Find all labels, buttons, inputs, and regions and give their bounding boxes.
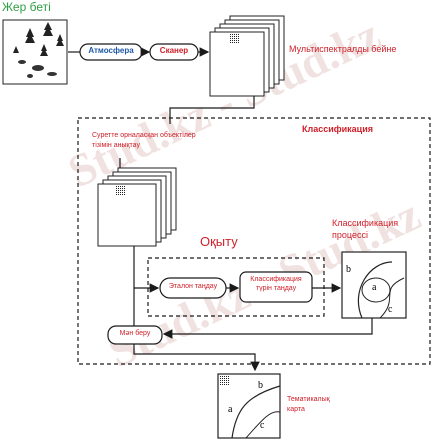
objects-list-label: Суретте орналасқан объектілер	[92, 132, 196, 139]
class-type-label: Классификация	[250, 276, 302, 283]
tree-icon	[13, 22, 64, 56]
multispectral-image-label: Мультиспектралды бейне	[289, 44, 397, 54]
map-region-label-a: a	[228, 404, 233, 415]
connector	[169, 96, 255, 124]
sample-selection-label: Эталон таңдау	[168, 283, 218, 290]
scanner-label: Сканер	[159, 46, 189, 55]
class-type-box	[239, 271, 313, 303]
training-image-stack	[97, 167, 177, 247]
classification-process-label: Классификация	[332, 218, 399, 228]
multispectral-image-stack	[209, 15, 285, 97]
assign-value-label: Мән беру	[119, 330, 151, 337]
earth-surface-image	[2, 19, 68, 85]
region-label-a: a	[372, 282, 377, 293]
map-region-label-b: b	[258, 380, 263, 391]
classification-process-map	[341, 251, 407, 319]
assign-value-box	[107, 325, 163, 345]
shrub-icon	[18, 60, 57, 78]
earth-surface-label: Жер беті	[2, 0, 51, 14]
classification-label: Классификация	[302, 124, 373, 134]
thematic-map	[217, 373, 281, 439]
thematic-map-label: Тематикалық	[287, 396, 330, 403]
region-label-b: b	[346, 264, 351, 275]
objects-list-label: тізімін анықтау	[92, 142, 140, 149]
training-region	[147, 257, 325, 317]
region-label-c: c	[388, 304, 393, 315]
thematic-map-label: карта	[287, 406, 305, 413]
class-type-label: түрін таңдау	[255, 285, 297, 292]
map-region-label-c: c	[260, 420, 265, 431]
classification-process-label: процессі	[332, 230, 368, 240]
atmosphere-label: Атмосфера	[88, 46, 134, 55]
training-label: Оқыту	[200, 234, 238, 249]
